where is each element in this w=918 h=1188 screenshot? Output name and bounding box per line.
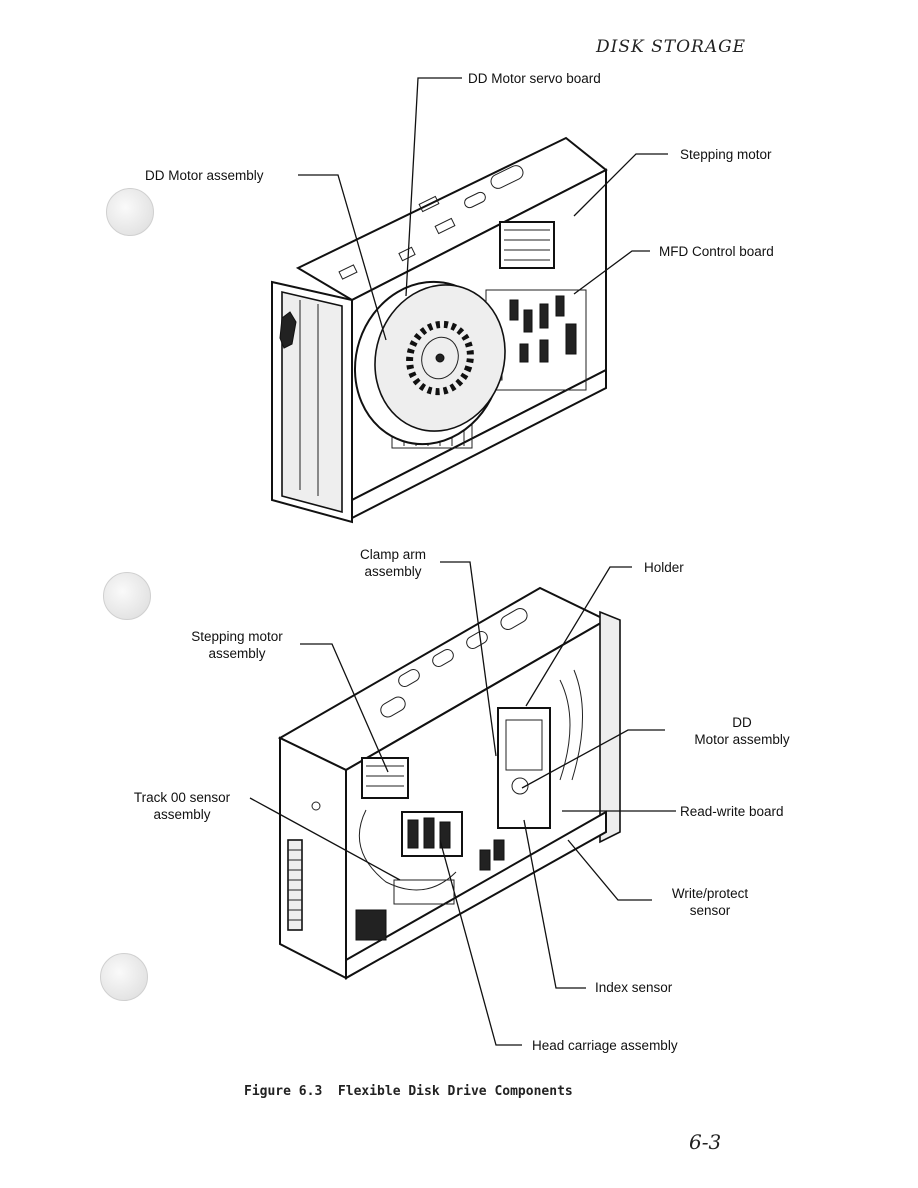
label-read-write-board: Read-write board: [680, 804, 784, 819]
label-stepping-motor-line2: assembly: [208, 646, 266, 661]
label-clamp-arm-line2: assembly: [364, 564, 422, 579]
label-mfd-control-board: MFD Control board: [659, 244, 774, 259]
label-dd-line1: DD: [732, 715, 752, 730]
figure-caption: Figure 6.3 Flexible Disk Drive Component…: [244, 1084, 573, 1099]
bottom-drive-illustration: [277, 586, 621, 980]
binder-hole-top: [106, 188, 154, 236]
label-dd-line2: Motor assembly: [694, 732, 790, 747]
label-stepping-motor: Stepping motor: [680, 147, 772, 162]
label-dd-motor-servo-board: DD Motor servo board: [468, 71, 601, 86]
label-write-protect-line2: sensor: [689, 903, 731, 918]
label-track00-sensor-assembly: Track 00 sensor assembly: [116, 789, 248, 823]
label-dd-motor-assembly: DD Motor assembly: [145, 168, 264, 183]
label-index-sensor: Index sensor: [595, 980, 673, 995]
label-holder: Holder: [644, 560, 684, 575]
label-write-protect-line1: Write/protect: [671, 886, 749, 901]
label-clamp-arm-assembly: Clamp arm assembly: [348, 546, 438, 580]
label-clamp-arm-line1: Clamp arm: [359, 547, 426, 562]
top-leader-lines: [298, 77, 668, 341]
label-stepping-motor-line1: Stepping motor: [191, 629, 283, 644]
page-number: 6-3: [689, 1130, 722, 1154]
label-track00-line2: assembly: [153, 807, 211, 822]
bottom-leader-lines: [249, 561, 676, 1046]
binder-hole-bottom: [100, 953, 148, 1001]
top-drive-illustration: [271, 136, 608, 524]
label-write-protect-sensor: Write/protect sensor: [656, 885, 764, 919]
label-head-carriage-assembly: Head carriage assembly: [532, 1038, 678, 1053]
section-header: DISK STORAGE: [596, 37, 747, 57]
label-track00-line1: Track 00 sensor: [133, 790, 231, 805]
binder-hole-middle: [103, 572, 151, 620]
label-stepping-motor-assembly: Stepping motor assembly: [176, 628, 298, 662]
label-dd-motor-assembly-bottom: DD Motor assembly: [680, 714, 804, 748]
